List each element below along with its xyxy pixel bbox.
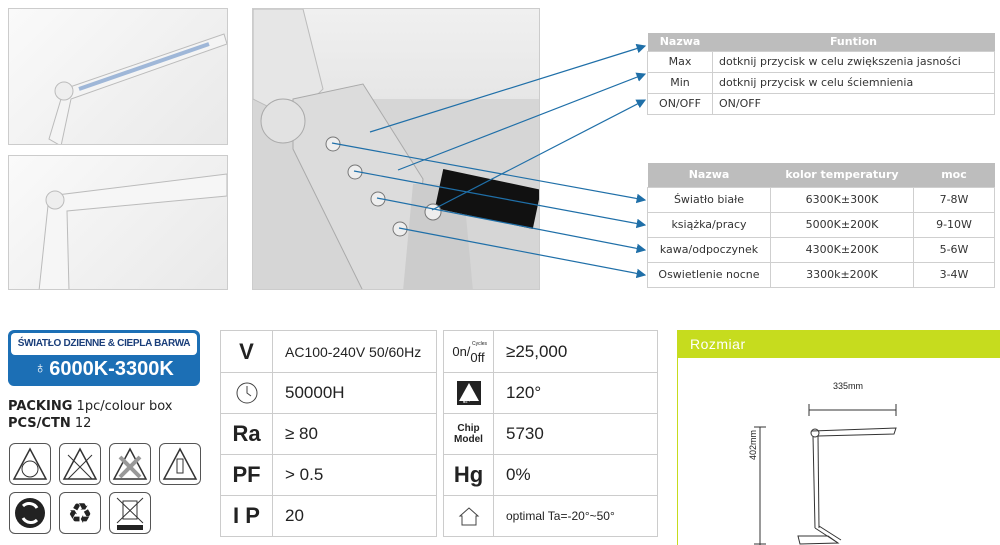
color-temp-badge: ŚWIATŁO DZIENNE & CIEPLA BARWA ♁ 6000K-3… <box>8 330 200 386</box>
beam-angle-icon: θ= ° <box>444 373 494 413</box>
header-power: moc <box>913 163 995 187</box>
clock-icon <box>221 373 273 413</box>
cell: dotknij przycisk w celu zwiększenia jasn… <box>712 50 995 73</box>
spec-key: Ra <box>221 414 273 454</box>
cell: 5-6W <box>913 236 995 263</box>
house-icon <box>444 496 494 536</box>
height-label: 402mm <box>748 429 758 460</box>
arrow-coffee <box>376 197 647 254</box>
cell: 3300k±200K <box>770 261 914 288</box>
size-title: Rozmiar <box>678 330 1000 358</box>
spec-value: 20 <box>285 506 304 525</box>
packing-value: 1pc/colour box <box>76 399 173 414</box>
spec-row: 50000H <box>221 372 436 413</box>
header-name: Nazwa <box>647 33 713 51</box>
spec-row: I P 20 <box>221 495 436 536</box>
cell: Min <box>647 71 713 94</box>
spec-row: 0n/Cycles 0ff ≥25,000 <box>444 331 657 372</box>
arrow-onoff <box>431 99 647 211</box>
spec-key: Hg <box>444 455 494 495</box>
cell: 3-4W <box>913 261 995 288</box>
lamp-control-photo <box>252 8 540 290</box>
rotation-warning-icon <box>9 443 51 485</box>
spec-value: 120° <box>506 383 542 402</box>
pcs-value: 12 <box>74 416 92 431</box>
spec-value: 5730 <box>506 424 544 443</box>
cell: Max <box>647 50 713 73</box>
cell: 6300K±300K <box>770 186 914 213</box>
cell: ON/OFF <box>647 92 713 115</box>
spec-value: AC100-240V 50/60Hz <box>285 343 422 360</box>
cycles-label: Cycles <box>472 341 488 347</box>
badge-range: 6000K-3300K <box>49 357 174 380</box>
spec-row: optimal Ta=-20°~50° <box>444 495 657 536</box>
green-dot-icon <box>9 492 51 534</box>
width-label: 335mm <box>833 381 864 391</box>
weee-bin-icon <box>109 492 151 534</box>
spec-value: > 0.5 <box>285 465 324 484</box>
spec-row: θ= ° 120° <box>444 372 657 413</box>
no-disassemble-icon <box>109 443 151 485</box>
spec-key: I P <box>221 496 273 536</box>
spec-row: Chip Model 5730 <box>444 413 657 454</box>
spec-value: 50000H <box>285 383 345 402</box>
callout-arrows <box>331 43 647 279</box>
cell: Światło białe <box>647 186 771 213</box>
cell: ON/OFF <box>712 92 995 115</box>
lamp-photo-side <box>8 155 228 290</box>
spec-table-left: V AC100-240V 50/60Hz 50000H Ra ≥ 80 PF > 0.… <box>220 330 437 537</box>
lamp-photo-top <box>8 8 228 145</box>
header-function: Funtion <box>712 33 995 51</box>
arrow-night <box>398 227 647 279</box>
spec-row: V AC100-240V 50/60Hz <box>221 331 436 372</box>
arrow-white <box>331 142 647 204</box>
spec-value: optimal Ta=-20°~50° <box>506 509 615 523</box>
on-off-cycles-icon: 0n/Cycles 0ff <box>444 331 494 372</box>
arrow-min <box>397 72 647 171</box>
bulb-icon: ♁ <box>34 360 47 377</box>
spec-row: Ra ≥ 80 <box>221 413 436 454</box>
spec-key: V <box>221 331 273 372</box>
cell: 4300K±200K <box>770 236 914 263</box>
spec-table-right: 0n/Cycles 0ff ≥25,000 θ= ° 120° Chip Model 5… <box>443 330 658 537</box>
arrow-book <box>353 170 647 229</box>
spec-value: ≥25,000 <box>506 341 568 361</box>
header-temp: kolor temperatury <box>770 163 914 187</box>
pcs-label: PCS/CTN <box>8 416 71 431</box>
header-name: Nazwa <box>647 163 771 187</box>
spec-key: Chip Model <box>444 414 494 454</box>
no-eye-stare-icon <box>59 443 101 485</box>
on-label: 0n/ <box>452 344 471 359</box>
badge-top: ŚWIATŁO DZIENNE & CIEPLA BARWA <box>11 333 197 355</box>
spec-row: PF > 0.5 <box>221 454 436 495</box>
cell: dotknij przycisk w celu ściemnienia <box>712 71 995 94</box>
size-panel: Rozmiar 335mm 402mm <box>677 330 1000 545</box>
lamp-dimension-drawing <box>754 404 897 545</box>
beam-sub: θ= ° <box>463 399 471 404</box>
off-label: 0ff <box>470 350 485 365</box>
cell: kawa/odpoczynek <box>647 236 771 263</box>
cell: 9-10W <box>913 211 995 238</box>
arrow-max <box>369 43 647 133</box>
spec-value: ≥ 80 <box>285 424 318 443</box>
recycle-icon: ♻ <box>59 492 101 534</box>
bulb-warning-icon <box>159 443 201 485</box>
cell: książka/pracy <box>647 211 771 238</box>
cell: Oswietlenie nocne <box>647 261 771 288</box>
packing-label: PACKING <box>8 399 73 414</box>
spec-row: Hg 0% <box>444 454 657 495</box>
spec-key: PF <box>221 455 273 495</box>
cell: 7-8W <box>913 186 995 213</box>
cell: 5000K±200K <box>770 211 914 238</box>
spec-value: 0% <box>506 465 531 484</box>
